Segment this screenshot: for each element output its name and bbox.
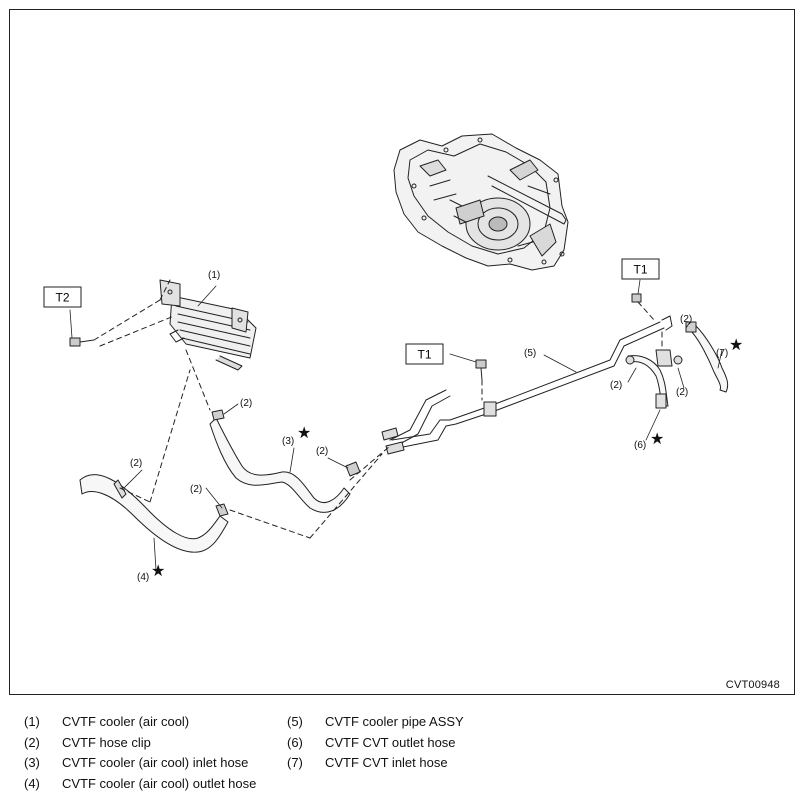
label-leaders: [69, 279, 723, 571]
bolt-t1-pipe: [475, 359, 487, 381]
cvtf-cooler-illustration: [159, 279, 257, 371]
star-mark-4: ★: [151, 563, 165, 580]
legend-item: (3) CVTF cooler (air cool) inlet hose: [24, 755, 249, 770]
callout-4: (4): [137, 572, 149, 583]
hose-clip: [211, 409, 225, 421]
legend-item: (6) CVTF CVT outlet hose: [287, 734, 456, 750]
legend-left-column: (1) CVTF cooler (air cool) (2) CVTF hose…: [24, 712, 256, 794]
callout-6: (6): [634, 440, 646, 451]
bolt-t2: [69, 337, 95, 347]
torque-tag-t1-pipe: T1: [405, 343, 444, 365]
callout-2-outlet-hose-clip: (2): [610, 380, 622, 391]
svg-text:T1: T1: [417, 348, 431, 362]
hose-connector: [655, 349, 673, 367]
outlet-hose-end: [655, 393, 667, 409]
torque-tag-t1-connector: T1: [621, 258, 660, 280]
star-mark-7: ★: [729, 337, 743, 354]
callout-2-inlet-clip: (2): [240, 398, 252, 409]
transmission-illustration: [393, 133, 569, 271]
legend-item: (2) CVTF hose clip: [24, 734, 151, 750]
cvt-inlet-hose: [689, 325, 729, 393]
cooler-inlet-hose: [209, 417, 351, 513]
callout-5: (5): [524, 348, 536, 359]
legend-item: (4) CVTF cooler (air cool) outlet hose: [24, 775, 257, 791]
figure-code: CVT00948: [725, 679, 780, 691]
cooler-outlet-hose: [79, 474, 229, 553]
callout-2-inlet-end: (2): [316, 446, 328, 457]
cvt-outlet-hose: [627, 355, 669, 407]
callout-2-outlet-clip: (2): [130, 458, 142, 469]
bolt-t1-connector: [631, 293, 642, 303]
legend-item: (5) CVTF cooler pipe ASSY: [287, 714, 464, 729]
svg-text:T2: T2: [55, 291, 69, 305]
exploded-view-diagram: T2 T1 T1 (1) (2) (3) (2) (2) (2) (4) (5)…: [43, 133, 743, 583]
callout-7: (7): [716, 348, 728, 359]
legend-item: (1) CVTF cooler (air cool): [24, 714, 190, 729]
star-mark-6: ★: [650, 431, 664, 448]
hose-clip: [215, 503, 229, 517]
torque-tag-t2: T2: [43, 286, 82, 308]
callout-2-outlet-end: (2): [190, 484, 202, 495]
diagram-frame: T2 T1 T1 (1) (2) (3) (2) (2) (2) (4) (5)…: [9, 9, 795, 695]
callout-2-inlet-hose-clip: (2): [680, 314, 692, 325]
star-mark-3: ★: [297, 425, 311, 442]
assembly-dashed-lines: [93, 279, 663, 539]
svg-text:T1: T1: [633, 263, 647, 277]
legend-item: (7) CVTF CVT inlet hose: [287, 755, 448, 770]
callout-1: (1): [208, 270, 220, 281]
callout-3: (3): [282, 436, 294, 447]
callout-2-connector-clip: (2): [676, 387, 688, 398]
legend-right-column: (5) CVTF cooler pipe ASSY (6) CVTF CVT o…: [287, 712, 464, 774]
cooler-pipe-assembly: [381, 294, 673, 455]
